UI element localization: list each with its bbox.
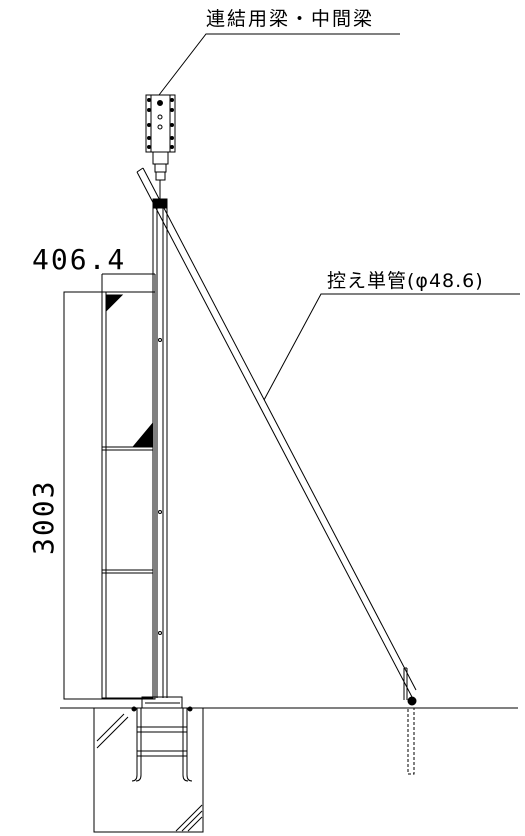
vertical-post	[152, 200, 168, 698]
connecting-beam-label: 連結用梁・中間梁	[206, 8, 375, 30]
width-dimension-label: 406.4	[32, 243, 127, 276]
connecting-beam-plate	[145, 94, 176, 153]
brace-pipe	[136, 167, 417, 698]
anchor-bolts	[131, 706, 193, 782]
height-dimension-label: 3003	[27, 479, 60, 555]
ground-stake	[403, 667, 417, 775]
brace-pipe-label: 控え単管(φ48.6)	[327, 270, 484, 292]
leader-lines	[158, 33, 520, 401]
panel-stack	[101, 291, 154, 699]
dimension-lines	[63, 273, 156, 700]
clamp-assembly	[152, 151, 169, 209]
base-plate	[141, 696, 183, 709]
